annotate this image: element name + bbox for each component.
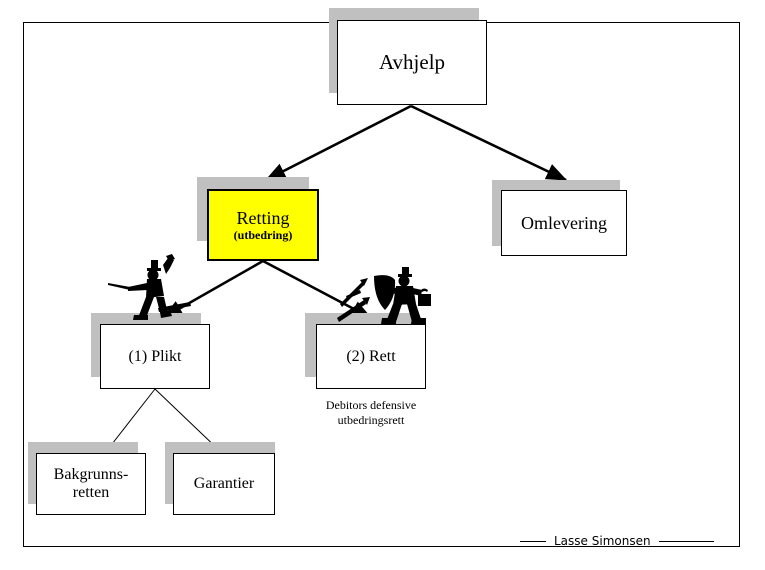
node-omlevering[interactable]: Omlevering <box>501 190 627 256</box>
node-plikt[interactable]: (1) Plikt <box>100 324 210 389</box>
node-bakgrunnsretten-label: Bakgrunns- <box>53 466 129 484</box>
node-bakgrunnsretten[interactable]: Bakgrunns- retten <box>36 453 146 515</box>
node-omlevering-label: Omlevering <box>521 212 607 233</box>
node-avhjelp-label: Avhjelp <box>378 49 446 74</box>
shielded-defender-silhouette <box>337 267 431 324</box>
attacking-swordsman-silhouette <box>108 254 191 320</box>
signature-name: Lasse Simonsen <box>554 534 651 548</box>
node-rett[interactable]: (2) Rett <box>316 324 426 389</box>
signature-rule-right <box>658 540 714 542</box>
signature: Lasse Simonsen <box>520 534 720 548</box>
node-avhjelp[interactable]: Avhjelp <box>337 20 487 105</box>
node-bakgrunnsretten-sublabel: retten <box>72 484 110 501</box>
node-retting-label: Retting <box>236 207 290 228</box>
rett-caption: Debitors defensive utbedringsrett <box>296 398 446 428</box>
node-plikt-label: (1) Plikt <box>128 347 182 365</box>
node-garantier[interactable]: Garantier <box>173 453 275 515</box>
node-garantier-label: Garantier <box>193 475 255 493</box>
node-retting-sublabel: (utbedring) <box>233 227 293 242</box>
node-retting[interactable]: Retting (utbedring) <box>207 189 319 261</box>
rett-caption-line2: utbedringsrett <box>337 413 405 427</box>
rett-caption-line1: Debitors defensive <box>325 398 417 412</box>
node-rett-label: (2) Rett <box>346 347 396 365</box>
signature-rule-left <box>520 540 546 542</box>
